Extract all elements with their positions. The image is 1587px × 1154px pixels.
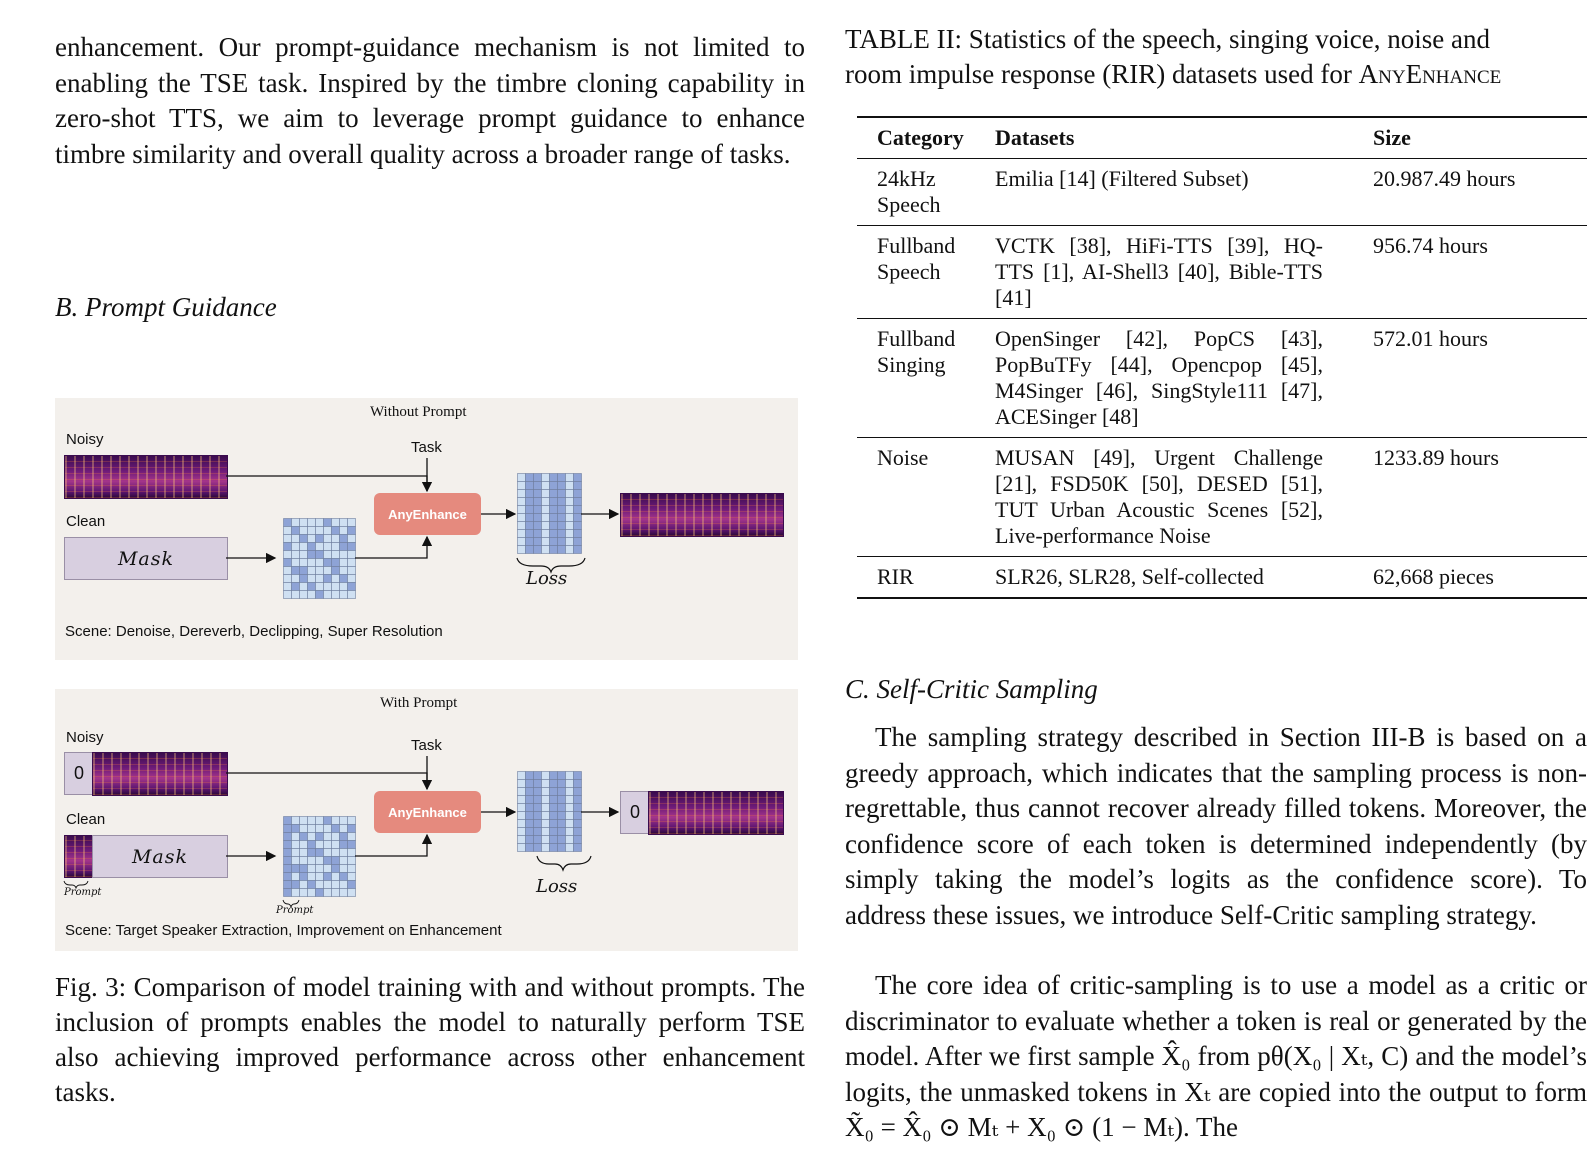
token-grid-svg <box>283 518 356 599</box>
cell-category: RIR <box>857 556 975 599</box>
grid-prompt-label: Prompt <box>276 905 314 916</box>
token-grid-svg <box>517 473 582 554</box>
token-grid-input <box>283 816 356 898</box>
cell-datasets: MUSAN [49], Urgent Challenge [21], FSD50… <box>975 437 1353 557</box>
output-spectrogram <box>648 791 784 835</box>
figure-panel-with-prompt: With Prompt Noisy 0 Task Clean Mask Prom… <box>55 689 798 951</box>
grid-cell <box>573 843 582 852</box>
figure-panel-without-prompt: Without Prompt Noisy Task Clean Mask Any… <box>55 398 798 660</box>
zero-label: 0 <box>73 763 84 783</box>
table-row: RIR SLR26, SLR28, Self-collected 62,668 … <box>857 556 1587 599</box>
table-header-row: Category Datasets Size <box>857 116 1587 159</box>
cell-datasets: VCTK [38], HiFi-TTS [39], HQ-TTS [1], AI… <box>975 225 1353 319</box>
noisy-spectrogram <box>64 455 228 499</box>
anyenhance-model-box: AnyEnhance <box>374 493 481 535</box>
table-row: Noise MUSAN [49], Urgent Challenge [21],… <box>857 437 1587 557</box>
cell-datasets: Emilia [14] (Filtered Subset) <box>975 158 1353 226</box>
task-label: Task <box>411 439 442 456</box>
token-grid-output <box>517 473 582 555</box>
noisy-spectrogram <box>92 752 228 796</box>
loss-label: Loss <box>536 876 578 897</box>
token-grid-svg <box>517 771 582 852</box>
zero-label: 0 <box>629 802 640 822</box>
cell-datasets: SLR26, SLR28, Self-collected <box>975 556 1353 599</box>
clean-label: Clean <box>66 811 106 828</box>
anyenhance-label: AnyEnhance <box>388 804 467 820</box>
token-grid-input <box>283 518 356 600</box>
section-b-heading: B. Prompt Guidance <box>55 292 277 322</box>
cell-size: 956.74 hours <box>1353 225 1587 319</box>
header-size: Size <box>1353 116 1587 159</box>
mask-label: Mask <box>131 845 189 868</box>
scene-label: Scene: Target Speaker Extraction, Improv… <box>65 922 502 939</box>
header-datasets: Datasets <box>975 116 1353 159</box>
table-caption-line-2: room impulse response (RIR) datasets use… <box>845 57 1587 92</box>
self-critic-paragraph-1: The sampling strategy described in Secti… <box>845 722 1587 930</box>
grid-cell <box>573 545 582 554</box>
panel-title: Without Prompt <box>370 404 467 420</box>
figure-caption: Fig. 3: Comparison of model training wit… <box>55 972 805 1107</box>
cell-category: Fullband Speech <box>857 225 975 319</box>
zero-prefix-box-output: 0 <box>620 791 650 834</box>
task-label: Task <box>411 737 442 754</box>
statistics-table: Category Datasets Size 24kHz Speech Emil… <box>857 116 1587 599</box>
table-row: Fullband Singing OpenSinger [42], PopCS … <box>857 318 1587 438</box>
flow-arrows <box>226 458 620 574</box>
anyenhance-label: AnyEnhance <box>388 506 467 522</box>
table-caption-brand: AnyEnhance <box>1358 59 1502 89</box>
anyenhance-model-box: AnyEnhance <box>374 791 481 833</box>
token-grid-output <box>517 771 582 853</box>
output-spectrogram <box>620 493 784 537</box>
prompt-label: Prompt <box>64 887 102 898</box>
flow-arrows <box>63 756 620 909</box>
right-column: TABLE II: Statistics of the speech, sing… <box>845 22 1587 1142</box>
noisy-label: Noisy <box>66 431 104 448</box>
header-category: Category <box>857 116 975 159</box>
intro-paragraph: enhancement. Our prompt-guidance mechani… <box>55 32 805 169</box>
grid-cell <box>347 590 356 599</box>
noisy-label: Noisy <box>66 729 104 746</box>
mask-label: Mask <box>117 547 175 570</box>
cell-datasets: OpenSinger [42], PopCS [43], PopBuTFy [4… <box>975 318 1353 438</box>
panel-title: With Prompt <box>380 695 458 711</box>
mask-box: Mask <box>64 537 228 580</box>
cell-category: 24kHz Speech <box>857 158 975 226</box>
self-critic-paragraph-2: The core idea of critic-sampling is to u… <box>845 970 1587 1142</box>
table-row: 24kHz Speech Emilia [14] (Filtered Subse… <box>857 158 1587 226</box>
table-caption-line-1: TABLE II: Statistics of the speech, sing… <box>845 24 1490 54</box>
cell-size: 572.01 hours <box>1353 318 1587 438</box>
section-c-heading: C. Self-Critic Sampling <box>845 674 1098 704</box>
cell-size: 1233.89 hours <box>1353 437 1587 557</box>
cell-category: Noise <box>857 437 975 557</box>
table-row: Fullband Speech VCTK [38], HiFi-TTS [39]… <box>857 225 1587 319</box>
scene-label: Scene: Denoise, Dereverb, Declipping, Su… <box>65 623 443 640</box>
cell-category: Fullband Singing <box>857 318 975 438</box>
clean-label: Clean <box>66 513 106 530</box>
token-grid-svg <box>283 816 356 897</box>
loss-label: Loss <box>526 568 568 589</box>
grid-cell <box>347 888 356 897</box>
table-caption-prefix: room impulse response (RIR) datasets use… <box>845 59 1359 89</box>
left-column: enhancement. Our prompt-guidance mechani… <box>55 30 805 1107</box>
mask-box: Mask <box>92 835 228 878</box>
cell-size: 20.987.49 hours <box>1353 158 1587 226</box>
cell-size: 62,668 pieces <box>1353 556 1587 599</box>
